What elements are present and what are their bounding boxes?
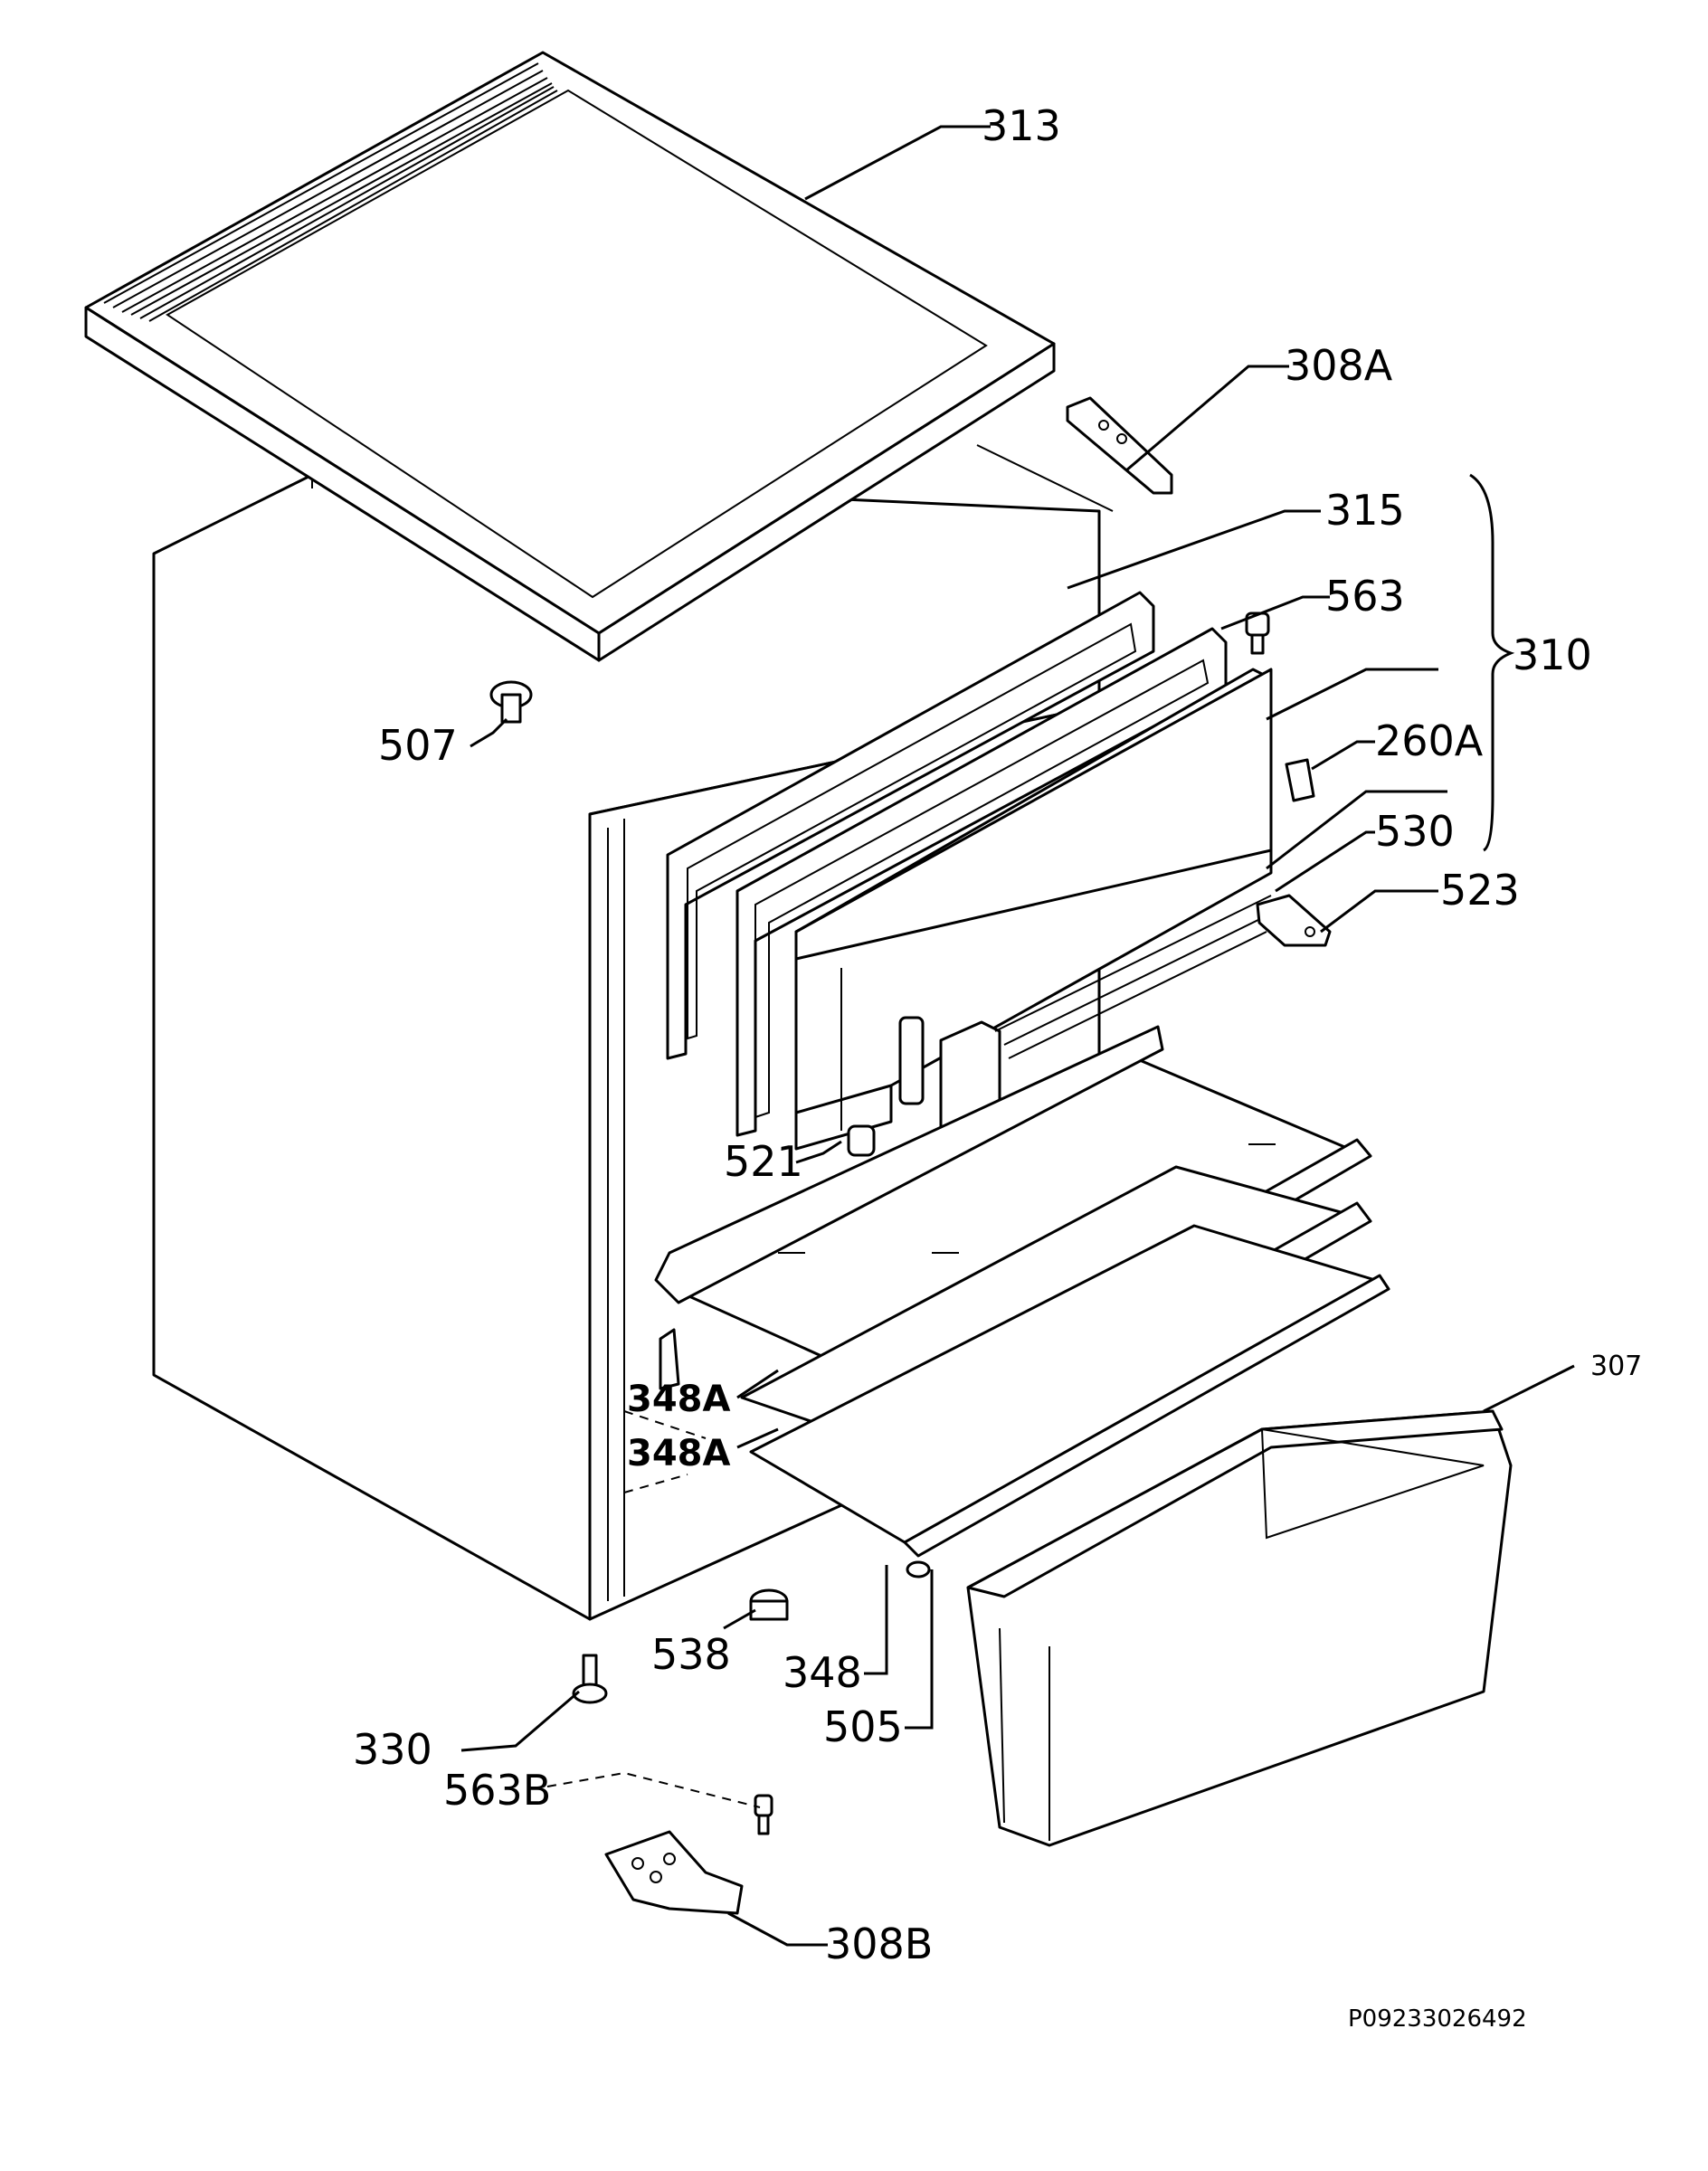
door-handle-rail-530	[994, 895, 1272, 1059]
crisper-drawer-307	[966, 1409, 1513, 1847]
callout-315: 315	[1325, 486, 1405, 535]
callout-labels: 313 308A 315 563 310 260A 530 523 507 52…	[353, 101, 1642, 2033]
callout-348A-lower: 348A	[627, 1433, 730, 1474]
callout-523: 523	[1440, 866, 1520, 915]
leader-lines	[460, 125, 1575, 1947]
callout-507: 507	[378, 721, 458, 770]
screw-563B	[754, 1794, 773, 1835]
drawing-reference-number: P09233026492	[1348, 2005, 1527, 2033]
hinge-pin-523	[1256, 894, 1332, 947]
callout-505: 505	[823, 1702, 903, 1751]
worktop-vent-slats	[103, 62, 558, 322]
screw-563	[1245, 611, 1270, 655]
callout-563: 563	[1325, 572, 1405, 621]
adjustable-foot-330	[572, 1654, 608, 1704]
glass-shelf-lower	[749, 1224, 1390, 1578]
bottom-hinge-308B	[604, 1830, 744, 1915]
callout-348: 348	[783, 1648, 862, 1697]
cap-521	[847, 1124, 876, 1157]
callout-563B: 563B	[443, 1766, 551, 1815]
callout-348A-upper: 348A	[627, 1379, 730, 1420]
callout-310: 310	[1513, 630, 1592, 679]
clip-260A	[1285, 758, 1315, 802]
callout-260A: 260A	[1375, 716, 1484, 765]
callout-521: 521	[724, 1137, 803, 1186]
foot-507	[489, 680, 533, 724]
shelf-support-bracket	[659, 1328, 680, 1390]
worktop-313	[84, 51, 1056, 662]
callout-330: 330	[353, 1725, 432, 1774]
door-liner	[735, 627, 1228, 1137]
callout-538: 538	[651, 1630, 731, 1679]
callout-530: 530	[1375, 807, 1455, 856]
door-lock-part	[898, 1016, 925, 1105]
callout-313: 313	[982, 101, 1061, 150]
callout-307: 307	[1590, 1351, 1642, 1382]
callout-308B: 308B	[825, 1920, 933, 1968]
door-seal-315	[666, 591, 1155, 1060]
spacer-538	[749, 1588, 789, 1621]
callout-308A: 308A	[1285, 341, 1393, 390]
top-hinge-308A	[1066, 396, 1173, 495]
